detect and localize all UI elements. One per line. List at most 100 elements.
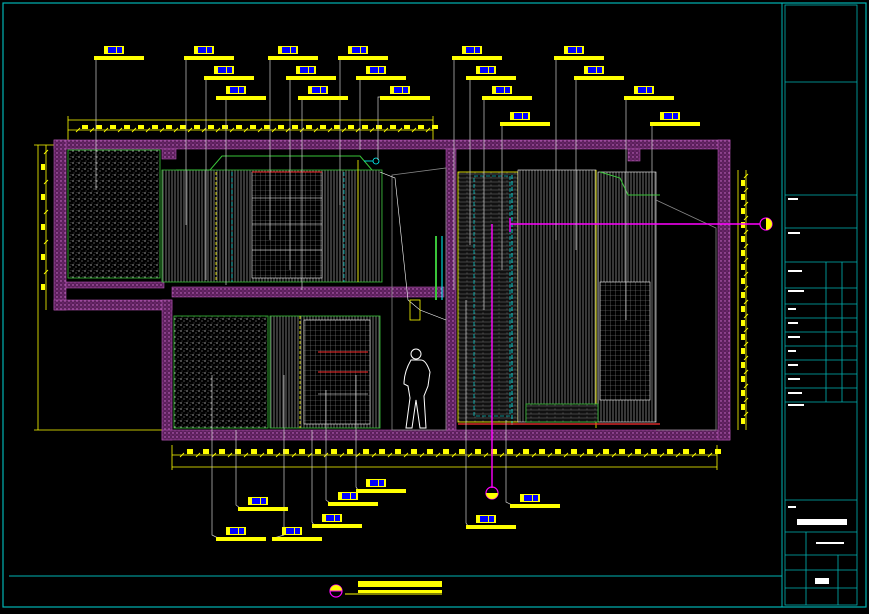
callout-tag[interactable] xyxy=(272,527,322,541)
callout-text-mark xyxy=(523,113,528,119)
elevation-marker-icon[interactable] xyxy=(364,157,380,165)
callout-underline xyxy=(574,76,624,80)
callout-text-mark xyxy=(230,528,238,534)
dimension-tick xyxy=(515,452,521,458)
callout-underline xyxy=(94,56,144,60)
glass-balustrade xyxy=(379,167,447,431)
dimension-tick xyxy=(499,452,505,458)
callout-text-mark xyxy=(533,495,538,501)
dimension-value-mark xyxy=(264,125,270,129)
callout-tag[interactable] xyxy=(466,515,516,529)
dimension-value-mark xyxy=(571,449,577,454)
dimension-value-mark xyxy=(362,125,368,129)
callout-tag[interactable] xyxy=(298,86,348,100)
dimension-tick xyxy=(43,179,49,185)
callout-text-mark xyxy=(198,47,206,53)
callout-tag[interactable] xyxy=(380,86,430,100)
dimension-tick xyxy=(743,257,749,263)
dimension-tick xyxy=(743,411,749,417)
dimension-tick xyxy=(179,452,185,458)
dimension-value-mark xyxy=(299,449,305,454)
callout-tag[interactable] xyxy=(452,46,502,60)
callout-tag[interactable] xyxy=(510,494,560,508)
callout-underline xyxy=(328,502,378,506)
dimension-value-mark xyxy=(194,125,200,129)
dimension-tick xyxy=(187,127,193,133)
dimension-value-mark xyxy=(395,449,401,454)
callout-text-mark xyxy=(312,87,320,93)
callout-tag[interactable] xyxy=(286,66,336,80)
dimension-value-mark xyxy=(41,194,45,200)
dimension-value-mark xyxy=(347,449,353,454)
dimension-tick xyxy=(259,452,265,458)
dimension-tick xyxy=(43,149,49,155)
callout-tag[interactable] xyxy=(338,46,388,60)
section-marker-icon[interactable] xyxy=(329,584,343,598)
callout-tag[interactable] xyxy=(650,112,700,126)
dimension-value-mark xyxy=(741,194,745,200)
dimension-tick xyxy=(271,127,277,133)
dimension-value-mark xyxy=(187,449,193,454)
callout-tag[interactable] xyxy=(574,66,624,80)
dimension-value-mark xyxy=(418,125,424,129)
callout-tag[interactable] xyxy=(268,46,318,60)
dimension-value-mark xyxy=(348,125,354,129)
dimension-tick xyxy=(215,127,221,133)
material-callout-tags[interactable] xyxy=(94,46,700,541)
callout-tag[interactable] xyxy=(554,46,604,60)
callout-underline xyxy=(298,96,348,100)
callout-text-mark xyxy=(227,67,232,73)
callout-tag[interactable] xyxy=(328,492,378,506)
callout-tag[interactable] xyxy=(184,46,234,60)
section-marker-icon[interactable] xyxy=(485,486,499,500)
callout-tag[interactable] xyxy=(356,66,406,80)
dimension-tick xyxy=(743,187,749,193)
dimension-value-mark xyxy=(82,125,88,129)
callout-tag[interactable] xyxy=(94,46,144,60)
callout-underline xyxy=(452,56,502,60)
callout-underline xyxy=(216,537,266,541)
dimension-value-mark xyxy=(539,449,545,454)
callout-text-mark xyxy=(239,528,244,534)
dimension-value-mark xyxy=(41,164,45,170)
dimension-tick xyxy=(743,243,749,249)
callout-text-mark xyxy=(108,47,116,53)
callout-tag[interactable] xyxy=(204,66,254,80)
dimension-tick xyxy=(145,127,151,133)
dimension-value-mark xyxy=(651,449,657,454)
callout-underline xyxy=(338,56,388,60)
dimension-tick xyxy=(341,127,347,133)
callout-text-mark xyxy=(588,67,596,73)
callout-tag[interactable] xyxy=(312,514,362,528)
section-marker-icon[interactable] xyxy=(759,217,773,231)
callout-text-mark xyxy=(351,493,356,499)
callout-tag[interactable] xyxy=(466,66,516,80)
callout-underline xyxy=(380,96,430,100)
dimension-tick xyxy=(579,452,585,458)
dimension-value-mark xyxy=(741,390,745,396)
callout-tag[interactable] xyxy=(216,86,266,100)
dimension-tick xyxy=(743,383,749,389)
callout-tag[interactable] xyxy=(482,86,532,100)
dimension-tick xyxy=(211,452,217,458)
dimension-tick xyxy=(89,127,95,133)
dimension-value-mark xyxy=(110,125,116,129)
callout-tag[interactable] xyxy=(500,112,550,126)
dimension-tick xyxy=(43,209,49,215)
dimension-value-mark xyxy=(523,449,529,454)
callout-tag[interactable] xyxy=(238,497,288,511)
callout-tag[interactable] xyxy=(216,527,266,541)
callout-tag[interactable] xyxy=(624,86,674,100)
dimension-value-mark xyxy=(699,449,705,454)
callout-text-mark xyxy=(597,67,602,73)
dimension-tick xyxy=(339,452,345,458)
dimension-value-mark xyxy=(222,125,228,129)
callout-text-mark xyxy=(403,87,408,93)
lower-shelving-unit xyxy=(269,315,381,429)
callout-text-mark xyxy=(394,87,402,93)
callout-tag[interactable] xyxy=(356,479,406,493)
dimension-value-mark xyxy=(331,449,337,454)
bottom-dimension-ticks xyxy=(179,449,721,458)
dimension-value-mark xyxy=(41,254,45,260)
